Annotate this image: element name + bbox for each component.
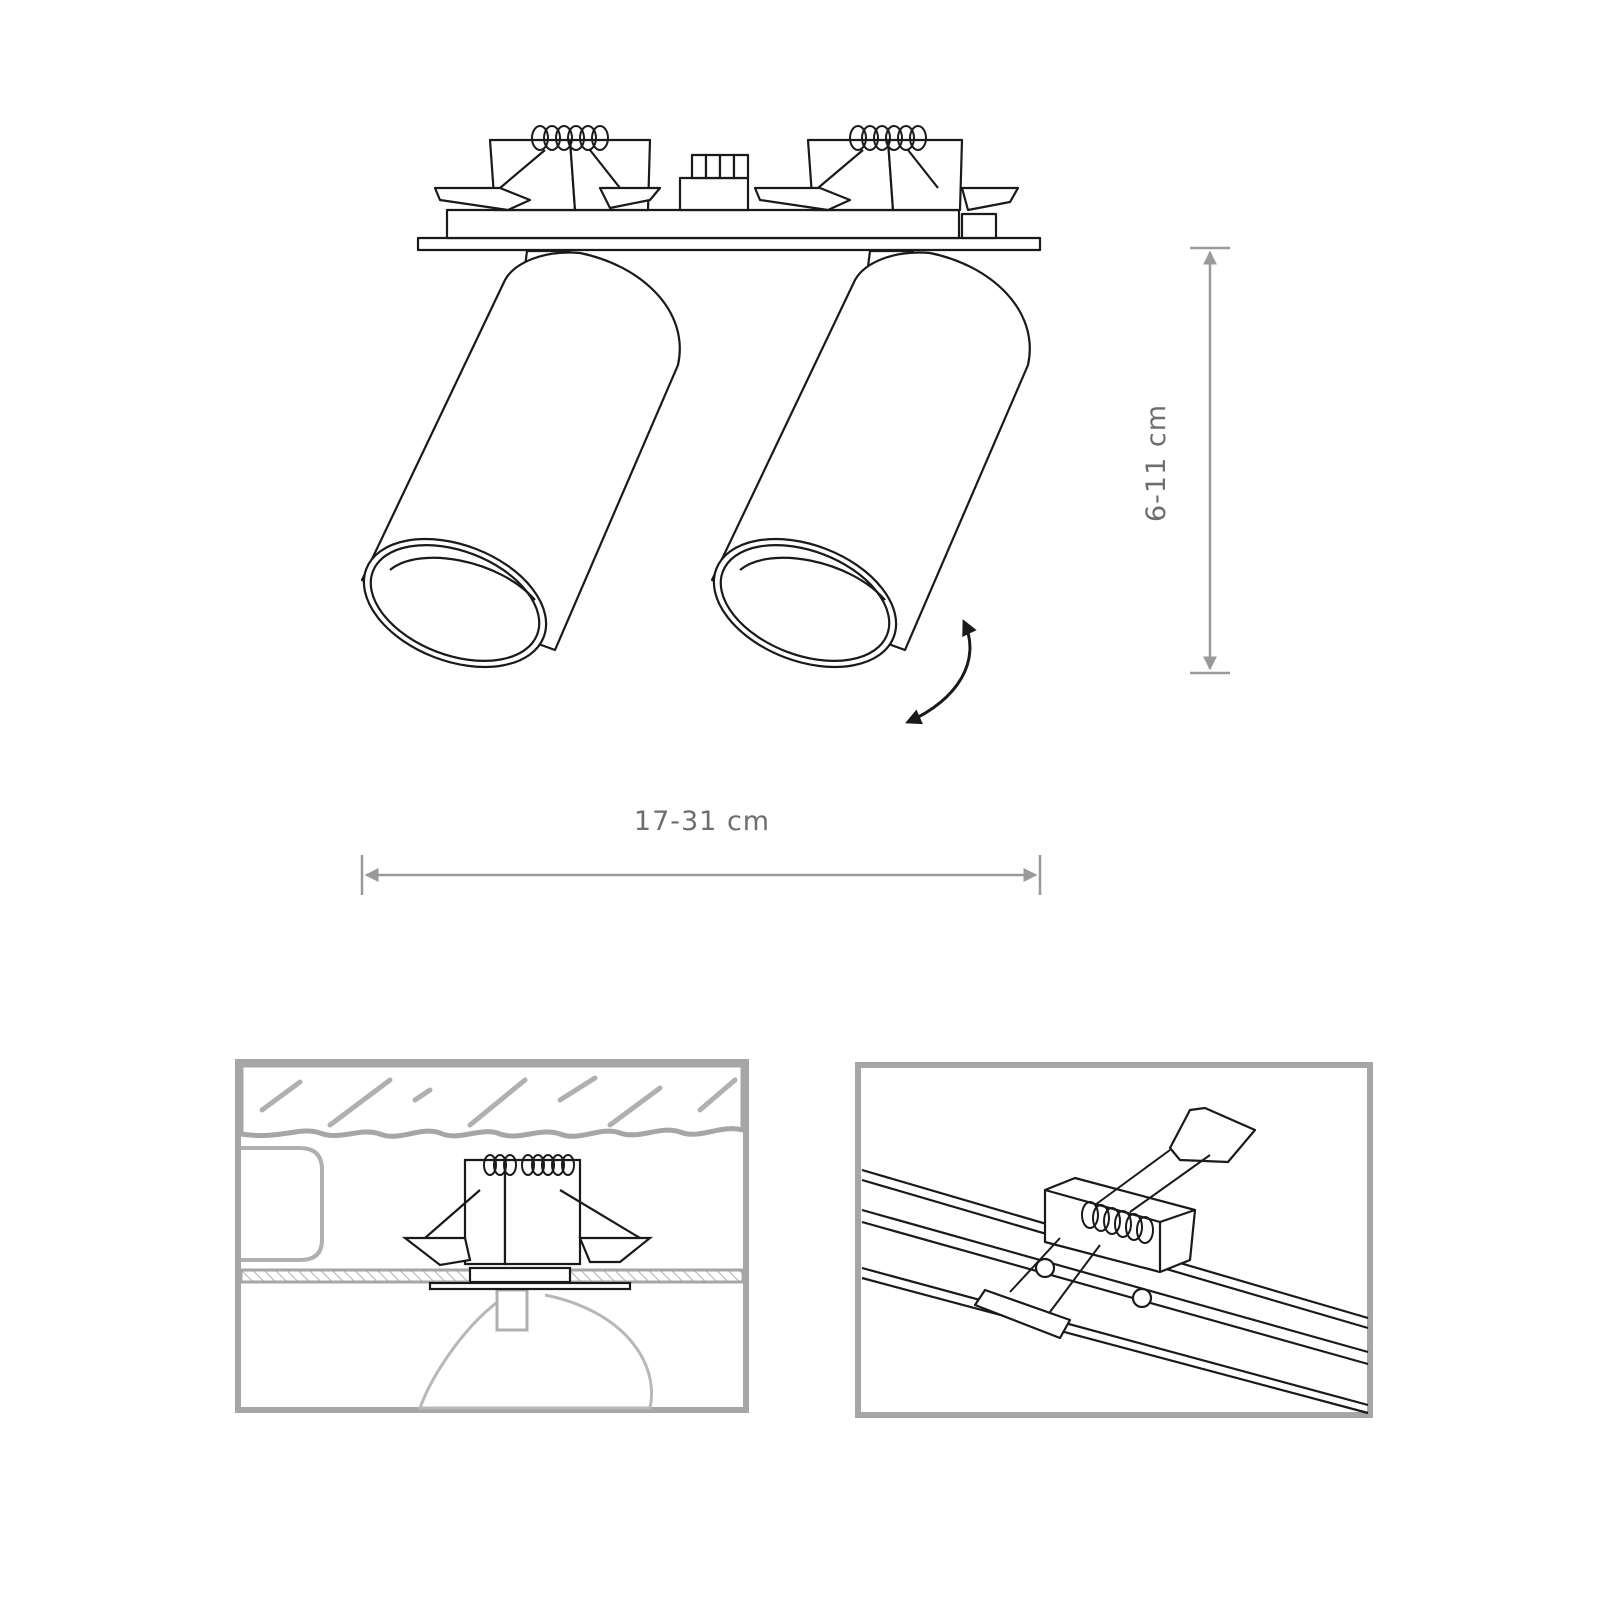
spring-bracket-bottom	[973, 1288, 1072, 1340]
right-spot-cylinder	[710, 249, 1031, 669]
track-clip-detail	[855, 1062, 1373, 1418]
light-beam	[417, 1293, 653, 1410]
installed-spring-clip	[401, 1154, 654, 1291]
terminal-block	[678, 153, 750, 212]
left-spot-cylinder	[360, 249, 681, 669]
mounting-plate	[416, 236, 1042, 252]
height-dimension	[1190, 246, 1230, 675]
screw	[1131, 1287, 1153, 1309]
mounting-frame	[445, 208, 961, 240]
ceiling-installation-detail	[235, 1059, 749, 1413]
duct	[241, 1146, 324, 1262]
width-dimension	[360, 855, 1042, 895]
width-label: 17-31 cm	[634, 806, 770, 837]
left-spring-clip	[433, 125, 662, 212]
double-spotlight-fixture	[360, 125, 1042, 725]
ceiling-slab	[238, 1062, 746, 1139]
rotation-arrow	[905, 619, 977, 725]
height-label: 6-11 cm	[1141, 404, 1172, 522]
spring-bracket-top	[1168, 1106, 1257, 1164]
screw	[1034, 1257, 1056, 1279]
right-spring-clip	[753, 125, 1020, 240]
